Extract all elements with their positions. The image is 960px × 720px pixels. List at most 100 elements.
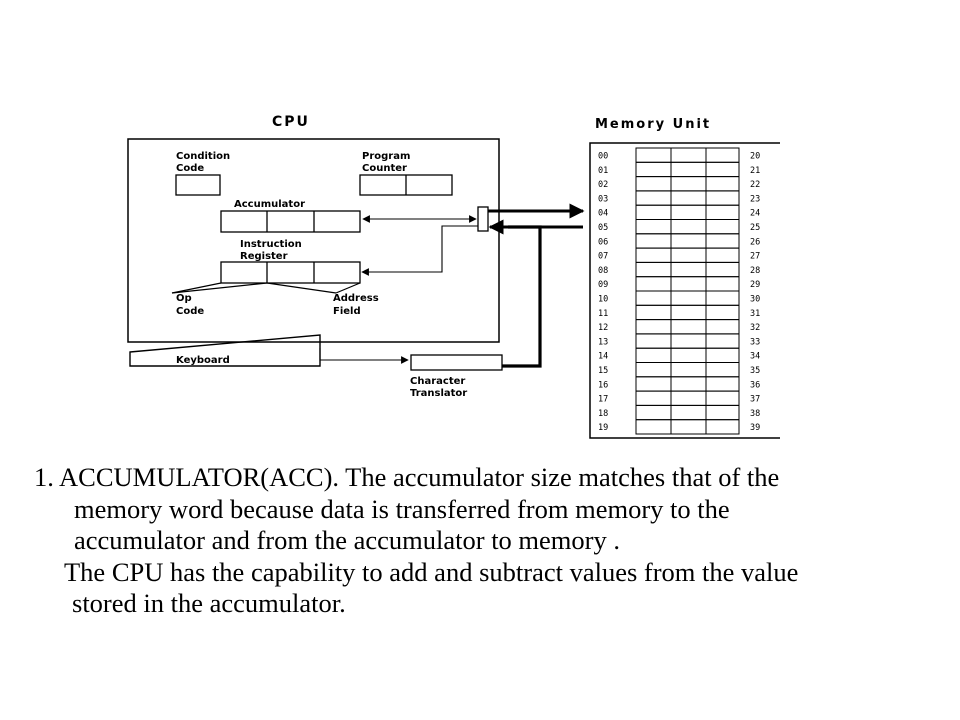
memory-address-right: 23 [750, 194, 760, 204]
memory-address-left: 02 [598, 180, 608, 190]
memory-address-left: 07 [598, 252, 608, 262]
memory-cell [670, 161, 707, 178]
memory-address-left: 19 [598, 423, 608, 433]
memory-address-right: 31 [750, 309, 760, 319]
memory-address-left: 17 [598, 395, 608, 405]
memory-address-right: 28 [750, 266, 760, 276]
bus-connector [477, 206, 489, 232]
keyboard-shape [129, 334, 321, 367]
address-field-label-1: Address [333, 293, 379, 304]
memory-cell [670, 304, 707, 321]
memory-cell [705, 204, 740, 220]
program-counter-label-1: Program [362, 151, 410, 162]
accumulator-label: Accumulator [234, 199, 305, 210]
translator-to-bus-arrow [502, 225, 542, 368]
memory-cell [705, 376, 740, 392]
memory-cell [670, 233, 707, 249]
memory-cell [705, 333, 740, 349]
memory-cell [705, 176, 740, 192]
memory-address-right: 34 [750, 352, 760, 362]
memory-address-right: 33 [750, 337, 760, 347]
memory-cell [635, 261, 672, 278]
memory-cell [705, 347, 740, 364]
memory-cell [705, 261, 740, 278]
memory-cell [635, 176, 672, 192]
memory-cell [670, 319, 707, 335]
op-code-label-1: Op [176, 293, 192, 304]
memory-cell [635, 233, 672, 249]
memory-address-left: 01 [598, 166, 608, 176]
memory-cell [635, 404, 672, 421]
program-counter-label-2: Counter [362, 163, 407, 174]
memory-cell [635, 304, 672, 321]
memory-frame [589, 142, 780, 439]
memory-cell [705, 147, 740, 163]
memory-cell [670, 333, 707, 349]
memory-cell [670, 147, 707, 163]
memory-address-right: 39 [750, 423, 760, 433]
memory-cell [670, 347, 707, 364]
instruction-register-label-2: Register [240, 251, 288, 262]
cpu-memory-diagram: CPU Memory Unit Condition Code Program C… [127, 114, 780, 439]
memory-address-right: 29 [750, 280, 760, 290]
memory-address-left: 16 [598, 380, 608, 390]
memory-address-left: 18 [598, 409, 608, 419]
memory-cell [635, 204, 672, 220]
instruction-register-label-1: Instruction [240, 239, 302, 250]
memory-cell [670, 261, 707, 278]
memory-address-left: 06 [598, 237, 608, 247]
memory-address-right: 30 [750, 295, 760, 305]
memory-address-right: 25 [750, 223, 760, 233]
memory-address-right: 32 [750, 323, 760, 333]
memory-cell [705, 161, 740, 178]
memory-address-left: 13 [598, 337, 608, 347]
character-translator-box [410, 354, 503, 371]
address-field-label-2: Field [333, 306, 361, 317]
memory-cell [635, 362, 672, 378]
memory-cell [705, 390, 740, 406]
memory-cell [670, 176, 707, 192]
memory-address-right: 37 [750, 395, 760, 405]
op-code-label-2: Code [176, 306, 204, 317]
memory-address-right: 36 [750, 380, 760, 390]
memory-cell [670, 190, 707, 206]
bus-to-instruction-register-arrow [361, 225, 478, 276]
memory-address-left: 12 [598, 323, 608, 333]
character-translator-label-1: Character [410, 376, 465, 387]
memory-cell [670, 376, 707, 392]
memory-address-left: 09 [598, 280, 608, 290]
memory-address-right: 35 [750, 366, 760, 376]
program-counter-register [359, 174, 453, 196]
memory-address-left: 11 [598, 309, 608, 319]
memory-cell [705, 290, 740, 306]
memory-cell [635, 347, 672, 364]
memory-cell [705, 219, 740, 235]
caption-line-5: stored in the accumulator. [72, 588, 346, 618]
memory-cell [635, 190, 672, 206]
memory-cell [705, 276, 740, 292]
cpu-box [127, 138, 500, 343]
caption-line-2: memory word because data is transferred … [74, 493, 730, 524]
memory-cell [635, 161, 672, 178]
memory-address-left: 00 [598, 152, 608, 162]
instruction-register [220, 261, 361, 284]
memory-cell [670, 204, 707, 220]
memory-address-left: 14 [598, 352, 608, 362]
memory-cell [635, 376, 672, 392]
condition-code-label-2: Code [176, 163, 204, 174]
memory-cell [635, 319, 672, 335]
memory-address-right: 21 [750, 166, 760, 176]
memory-cell [635, 276, 672, 292]
memory-cell [670, 404, 707, 421]
memory-cell [635, 419, 672, 435]
caption: 1. ACCUMULATOR(ACC). The accumulator siz… [34, 462, 954, 620]
memory-cell [635, 390, 672, 406]
cpu-title: CPU [272, 114, 310, 130]
memory-cell [705, 419, 740, 435]
memory-address-left: 15 [598, 366, 608, 376]
memory-cell [635, 219, 672, 235]
memory-address-right: 38 [750, 409, 760, 419]
memory-address-left: 04 [598, 209, 608, 219]
memory-cell [670, 219, 707, 235]
condition-code-register [175, 174, 221, 196]
